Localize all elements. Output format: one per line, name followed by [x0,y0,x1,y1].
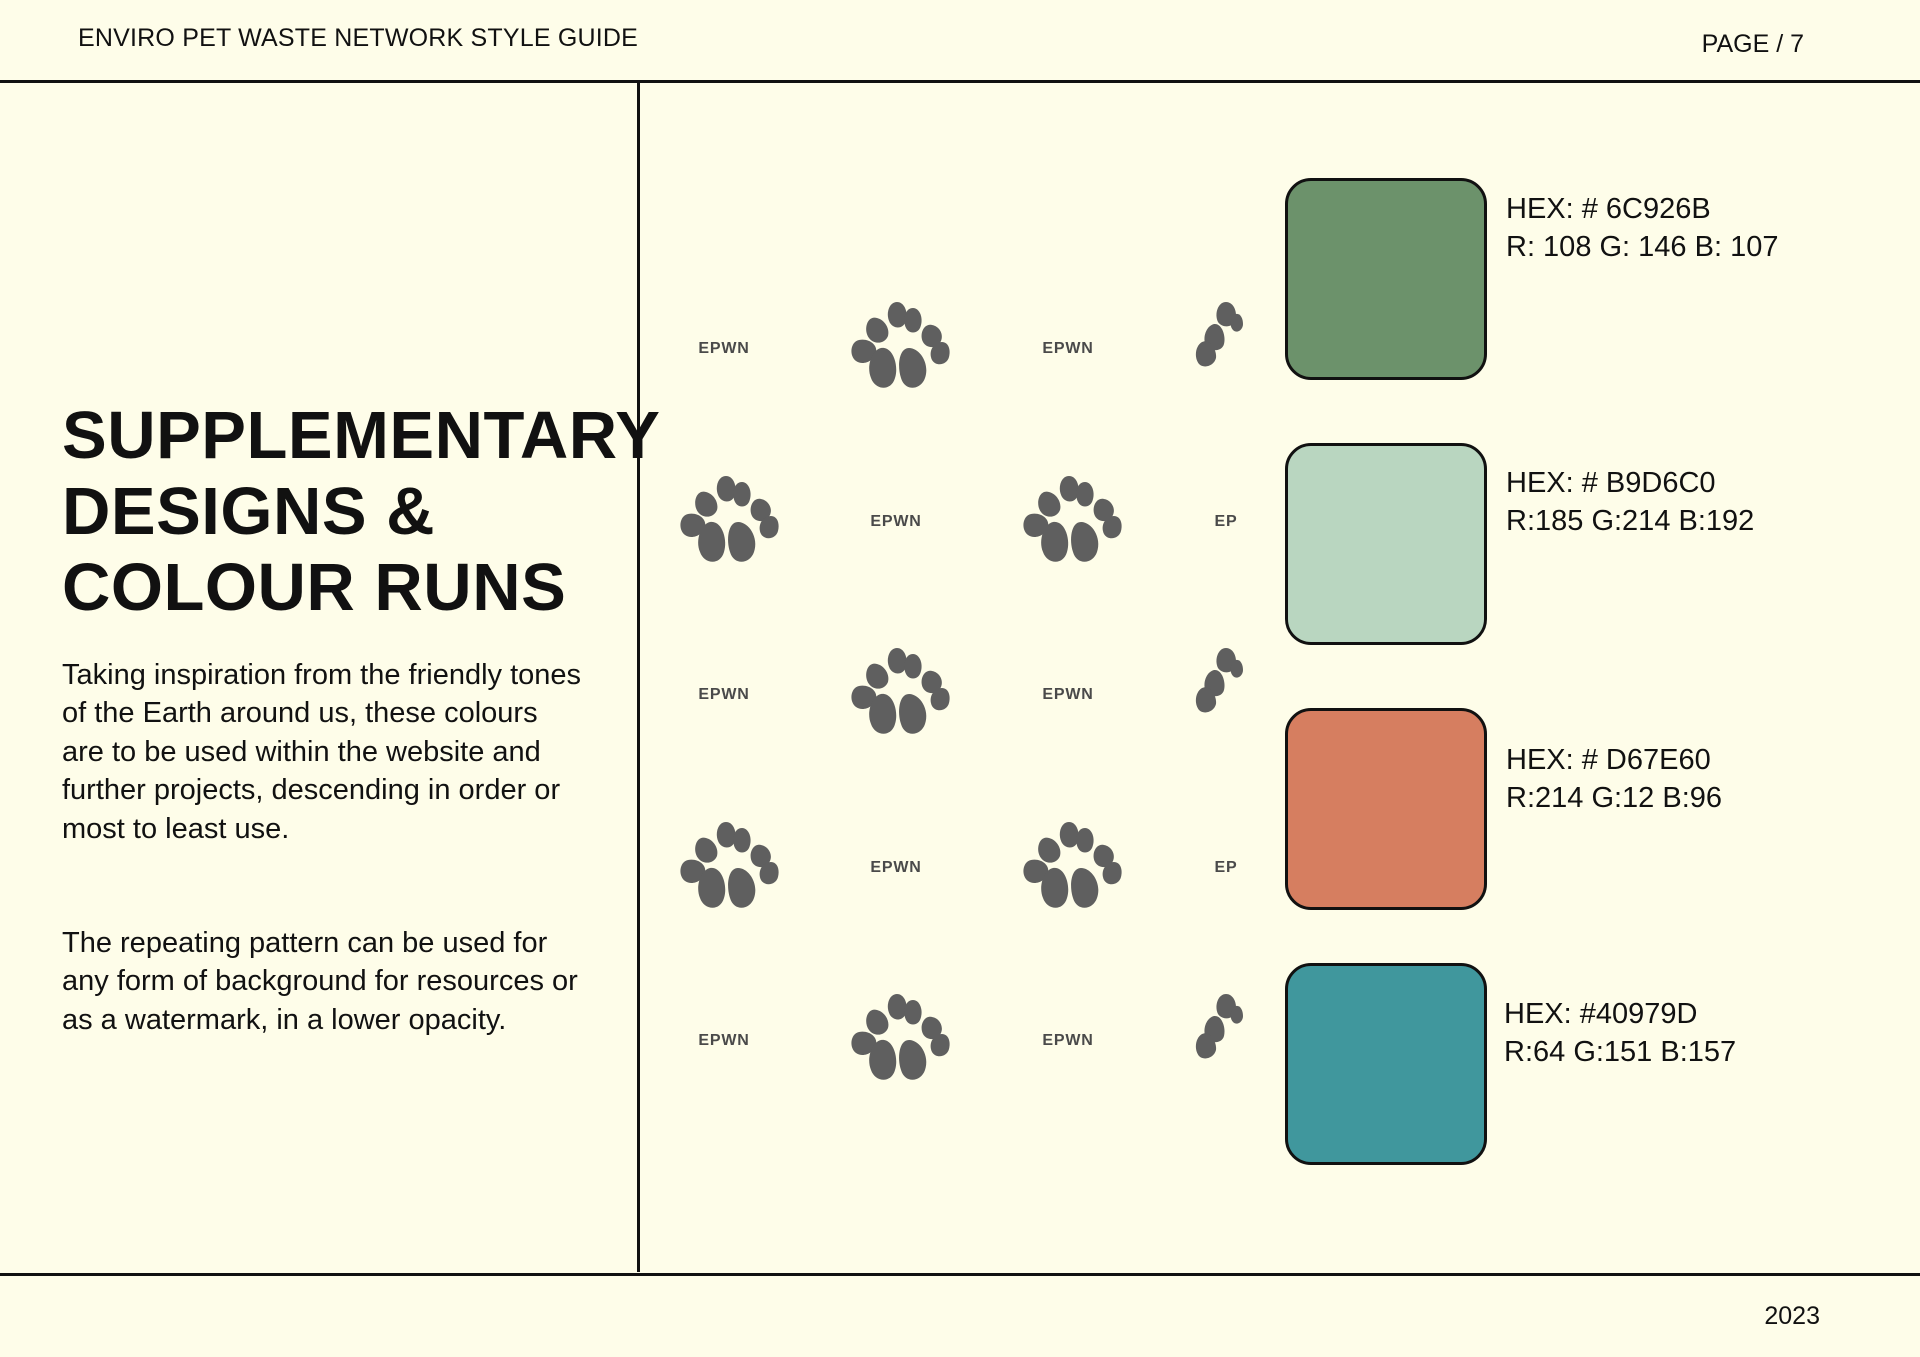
title-line-3: COLOUR RUNS [62,550,567,625]
header-divider [0,80,1920,83]
paw-print-icon [676,818,780,916]
pattern-paragraph: The repeating pattern can be used for an… [62,927,578,1036]
swatch-hex: HEX: # B9D6C0 [1506,467,1716,499]
swatch-orange-info: HEX: # D67E60 R:214 G:12 B:96 [1506,741,1722,817]
swatch-hex: HEX: # 6C926B [1506,193,1711,225]
paw-print-half-icon [1192,992,1244,1060]
pattern-label: EPWN [1042,686,1094,703]
pattern-label: EPWN [698,340,750,357]
swatch-rgb: R:185 G:214 B:192 [1506,505,1755,537]
page-title: SUPPLEMENTARY DESIGNS & COLOUR RUNS [62,398,660,626]
pattern-label-cut: EP [1214,513,1238,530]
pattern-label: EPWN [870,513,922,530]
swatch-green-info: HEX: # 6C926B R: 108 G: 146 B: 107 [1506,190,1778,266]
swatch-mint-info: HEX: # B9D6C0 R:185 G:214 B:192 [1506,464,1754,540]
paw-print-half-icon [1192,646,1244,714]
swatch-green [1285,178,1487,380]
pattern-label: EPWN [1042,1032,1094,1049]
swatch-teal-info: HEX: #40979D R:64 G:151 B:157 [1504,995,1736,1071]
paw-print-half-icon [1192,300,1244,368]
paw-print-icon [1019,472,1123,570]
swatch-rgb: R:214 G:12 B:96 [1506,782,1723,814]
footer-divider [0,1273,1920,1276]
pattern-label: EPWN [698,686,750,703]
page-number: PAGE / 7 [1701,30,1804,58]
paw-print-icon [847,990,951,1088]
swatch-mint [1285,443,1487,645]
swatch-hex: HEX: # D67E60 [1506,744,1711,776]
paw-print-icon [847,644,951,742]
column-divider [637,82,640,1272]
swatch-orange [1285,708,1487,910]
paw-print-icon [1019,818,1123,916]
title-line-1: SUPPLEMENTARY [62,398,661,473]
intro-paragraph: Taking inspiration from the friendly ton… [62,659,582,845]
pattern-label: EPWN [698,1032,750,1049]
pattern-label: EPWN [870,859,922,876]
swatch-rgb: R: 108 G: 146 B: 107 [1506,231,1779,263]
pattern-label-cut: EP [1214,859,1238,876]
title-line-2: DESIGNS & [62,474,436,549]
paw-print-icon [847,298,951,396]
swatch-rgb: R:64 G:151 B:157 [1504,1036,1737,1068]
paw-print-icon [676,472,780,570]
swatch-hex: HEX: #40979D [1504,998,1698,1030]
header-title: ENVIRO PET WASTE NETWORK STYLE GUIDE [78,24,639,52]
swatch-teal [1285,963,1487,1165]
footer-year: 2023 [1764,1302,1820,1330]
pattern-label: EPWN [1042,340,1094,357]
